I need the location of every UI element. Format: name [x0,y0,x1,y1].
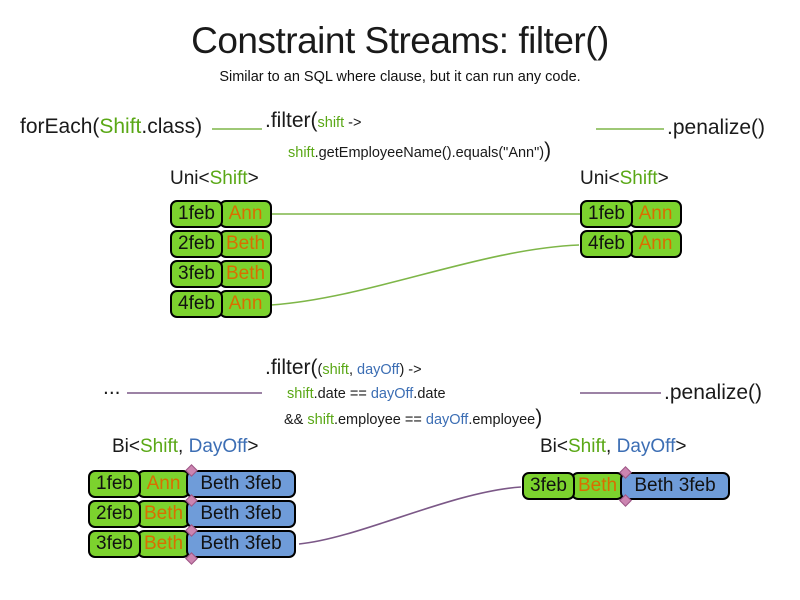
uni-right-type: Shift [619,168,658,189]
filter2-comma: , [348,362,357,378]
filter2-and: && [284,412,308,428]
shift-name-cell: Ann [137,470,190,498]
table-row: 4feb Ann [170,290,272,318]
filter1-line1: .filter(shift -> [265,109,361,133]
shift-name-cell: Ann [219,290,272,318]
shift-date-cell: 4feb [580,230,633,258]
filter2-line2: shift.date == dayOff.date [287,385,446,403]
shift-date-cell: 1feb [88,470,141,498]
table-row: 3feb Beth Beth 3feb [88,530,296,558]
shift-name-cell: Ann [629,230,682,258]
filter2-close-paren: ) [535,406,543,429]
bi-label-left: Bi<Shift, DayOff> [112,436,258,458]
table-row: 1feb Ann [580,200,682,228]
shift-date-cell: 3feb [88,530,141,558]
bi-right-open: Bi< [540,436,568,457]
filter2-param-shift: shift [322,362,349,378]
shift-date-cell: 2feb [170,230,223,258]
page-subtitle: Similar to an SQL where clause, but it c… [219,69,581,85]
bi-left-open: Bi< [112,436,140,457]
uni-left-type: Shift [209,168,248,189]
filter1-arrow: -> [344,115,362,131]
filter2-method: .filter( [265,356,318,379]
filter1-param: shift [317,115,345,131]
uni-shift-label-right: Uni<Shift> [580,168,669,190]
filter2-date-suffix: .date [413,386,446,402]
filter1-line2: shift.getEmployeeName().equals("Ann")) [288,139,551,163]
filter2-line3: && shift.employee == dayOff.employee) [284,406,542,430]
filter2-dayoff-token: dayOff [370,386,414,402]
filter2-employee-eq: .employee == [333,412,426,428]
bi-left-close: > [247,436,259,457]
table-row: 3feb Beth [170,260,272,288]
filter1-method: .filter( [265,109,318,132]
dayoff-cell: Beth 3feb [186,470,296,498]
uni-shift-label-left: Uni<Shift> [170,168,259,190]
shift-name-cell: Beth [137,500,190,528]
bi-label-right: Bi<Shift, DayOff> [540,436,686,458]
shift-name-cell: Beth [219,230,272,258]
filter2-open-paren: ( [317,362,323,378]
filter2-employee-suffix: .employee [468,412,536,428]
shift-name-cell: Beth [219,260,272,288]
foreach-expression: forEach(Shift.class) [20,115,202,139]
page-title: Constraint Streams: filter() [191,20,609,61]
penalize1-expression: .penalize() [667,116,766,139]
bi-right-shift: Shift [568,436,607,457]
foreach-suffix: .class) [141,115,203,138]
shift-date-cell: 1feb [580,200,633,228]
foreach-prefix: forEach( [20,115,100,138]
table-row: 1feb Ann [170,200,272,228]
bi-right-close: > [675,436,687,457]
shift-name-cell: Ann [219,200,272,228]
filter1-body-var: shift [288,145,315,161]
uni-left-close: > [247,168,259,189]
uni-right-open: Uni< [580,168,620,189]
filter2-dayoff-token2: dayOff [425,412,469,428]
table-row: 1feb Ann Beth 3feb [88,470,296,498]
shift-name-cell: Beth [571,472,624,500]
uni-left-open: Uni< [170,168,210,189]
bi-right-comma: , [606,436,617,457]
filter2-shift-token: shift [287,386,314,402]
shift-name-cell: Ann [629,200,682,228]
stream-ellipsis: ... [103,376,121,399]
uni-right-close: > [657,168,669,189]
shift-name-cell: Beth [137,530,190,558]
dayoff-cell: Beth 3feb [186,530,296,558]
shift-class-token: Shift [99,115,142,138]
shift-date-cell: 4feb [170,290,223,318]
filter2-date-eq: .date == [313,386,371,402]
table-row: 4feb Ann [580,230,682,258]
table-row: 2feb Beth [170,230,272,258]
penalize2-expression: .penalize() [664,381,763,404]
shift-date-cell: 2feb [88,500,141,528]
filter2-shift-token2: shift [307,412,334,428]
table-row: 3feb Beth Beth 3feb [522,472,730,500]
dayoff-cell: Beth 3feb [186,500,296,528]
bi-left-shift: Shift [140,436,179,457]
filter2-line1: .filter((shift, dayOff) -> [265,356,422,380]
filter1-body: .getEmployeeName().equals("Ann") [314,145,545,161]
wire-3feb-pair [298,486,522,545]
dayoff-cell: Beth 3feb [620,472,730,500]
bi-left-comma: , [178,436,189,457]
bi-right-dayoff: DayOff [616,436,676,457]
bi-left-dayoff: DayOff [188,436,248,457]
wire-4feb-ann [270,244,580,306]
filter1-close-paren: ) [544,139,552,162]
shift-date-cell: 1feb [170,200,223,228]
filter2-arrow: ) -> [399,362,422,378]
shift-date-cell: 3feb [170,260,223,288]
filter2-param-dayoff: dayOff [357,362,400,378]
table-row: 2feb Beth Beth 3feb [88,500,296,528]
shift-date-cell: 3feb [522,472,575,500]
